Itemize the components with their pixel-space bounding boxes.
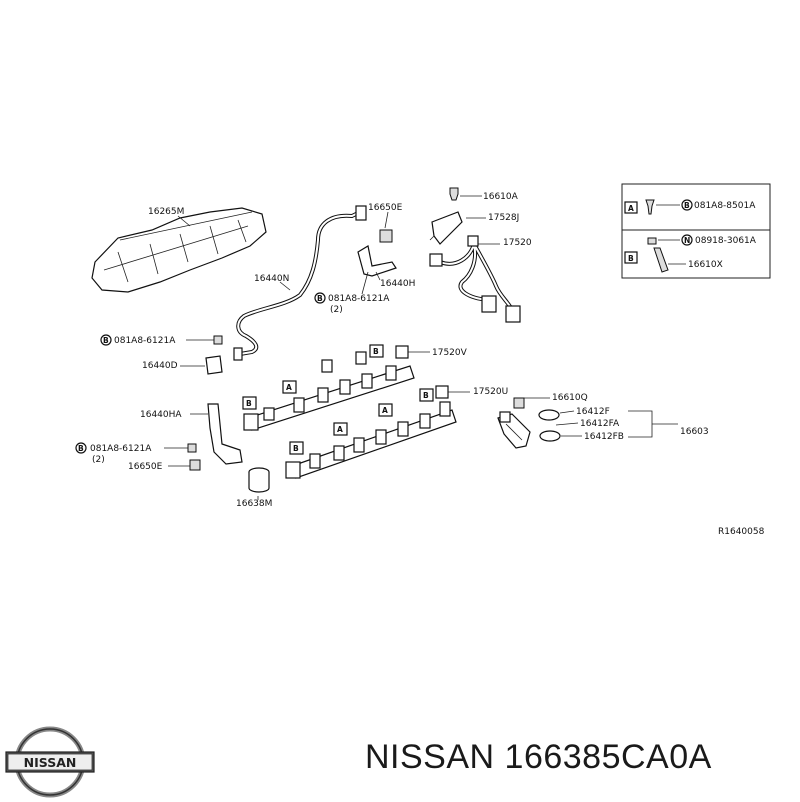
fuel-hose-part [233, 205, 367, 361]
marker-bolt-B-bottom: B [78, 444, 84, 453]
nissan-logo: NISSAN [5, 726, 95, 798]
label-16265M: 16265M [148, 207, 184, 217]
bracket-16440H [357, 245, 397, 277]
label-qty-2-top: (2) [330, 305, 343, 315]
fuel-rail-upper [243, 351, 415, 431]
inset-marker-N: N [684, 236, 690, 245]
label-17520U: 17520U [473, 387, 508, 397]
label-16603: 16603 [680, 427, 709, 437]
engine-cover-part [91, 207, 267, 293]
label-17520V: 17520V [432, 348, 468, 358]
reference-number: R1640058 [718, 527, 765, 537]
label-16610A: 16610A [483, 192, 519, 202]
label-17528J: 17528J [488, 213, 519, 223]
label-16440D: 16440D [142, 361, 178, 371]
label-16650E-top: 16650E [368, 203, 403, 213]
injector-16603 [497, 411, 531, 449]
label-16610Q: 16610Q [552, 393, 588, 403]
marker-bolt-B-top: B [317, 294, 323, 303]
marker-box-B-17520U [419, 388, 434, 402]
marker-box-A-lower [333, 422, 348, 436]
clip-16610Q [513, 397, 525, 409]
grommet-16440D [205, 355, 223, 375]
damper-16638M [248, 467, 270, 493]
marker-B-left: B [246, 399, 252, 408]
marker-box-A-mid [378, 403, 393, 417]
marker-bolt-B-left: B [103, 336, 109, 345]
label-081A8-6121A-bottom: 081A8-6121A [90, 444, 152, 454]
marker-B-17520U: B [423, 391, 429, 400]
inset-marker-B: B [684, 201, 690, 210]
o-ring-16412F [538, 409, 560, 421]
label-16412F: 16412F [576, 407, 610, 417]
marker-A-upper: A [286, 383, 292, 392]
label-16440HA: 16440HA [140, 410, 182, 420]
label-16650E-bottom: 16650E [128, 462, 163, 472]
label-16412FA: 16412FA [580, 419, 620, 429]
harness-17520 [429, 235, 521, 323]
label-16412FB: 16412FB [584, 432, 624, 442]
label-16440H: 16440H [380, 279, 415, 289]
marker-A-mid: A [382, 406, 388, 415]
label-17520: 17520 [503, 238, 532, 248]
label-081A8-6121A-left: 081A8-6121A [114, 336, 176, 346]
marker-box-B-upper [369, 344, 384, 358]
marker-box-B-lower [289, 441, 304, 455]
logo-wordmark: NISSAN [24, 755, 77, 770]
marker-A-lower: A [337, 425, 343, 434]
label-16440N: 16440N [254, 274, 289, 284]
inset-box: A B 081A8-8501A B N 08918-3061A 16610X [621, 183, 771, 279]
product-title: NISSAN 166385CA0A [365, 738, 712, 776]
inset-part-08918-3061A: 08918-3061A [695, 236, 757, 246]
inset-part-16610X: 16610X [688, 260, 723, 270]
fuel-rail-lower [285, 401, 457, 479]
inset-tag-B: B [628, 254, 634, 263]
o-ring-16412FB [539, 430, 561, 442]
marker-box-A-upper [282, 380, 297, 394]
bracket-16440HA [207, 403, 243, 465]
marker-B-upper: B [373, 347, 379, 356]
marker-box-B-left [242, 396, 257, 410]
label-081A8-6121A-top: 081A8-6121A [328, 294, 390, 304]
inset-part-081A8-8501A: 081A8-8501A [694, 201, 756, 211]
clip-16650E-top [379, 229, 393, 243]
bolt-16610A [449, 187, 459, 201]
bracket-17528J [431, 211, 463, 245]
inset-tag-A: A [628, 204, 634, 213]
label-qty-2-bottom: (2) [92, 455, 105, 465]
marker-B-lower: B [293, 444, 299, 453]
label-16638M: 16638M [236, 499, 272, 509]
